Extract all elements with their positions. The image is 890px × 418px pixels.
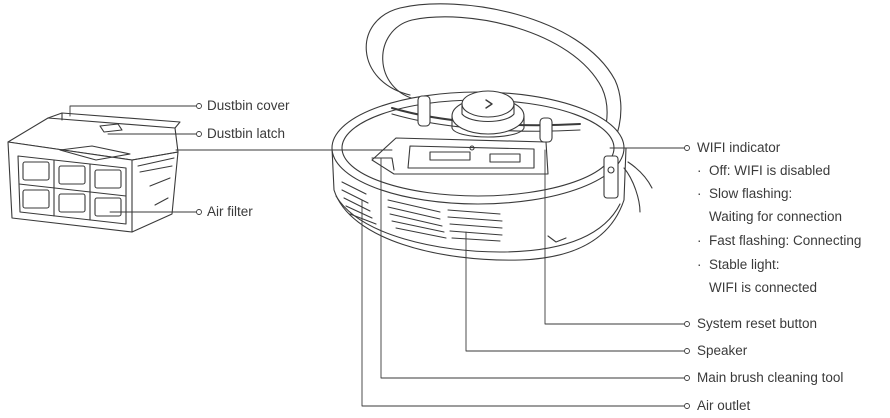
wifi-state-slow: · Slow flashing: bbox=[697, 186, 792, 202]
wifi-state-text: Fast flashing: Connecting bbox=[709, 233, 862, 248]
label-speaker: Speaker bbox=[697, 343, 748, 358]
label-air-outlet: Air outlet bbox=[697, 398, 751, 413]
wifi-state-slow-detail: Waiting for connection bbox=[709, 209, 843, 224]
label-wifi-indicator: WIFI indicator bbox=[697, 140, 781, 155]
wifi-state-text: Slow flashing: bbox=[709, 186, 793, 201]
dustbin-illustration bbox=[7, 112, 181, 233]
wifi-state-off: · Off: WIFI is disabled bbox=[697, 163, 830, 179]
wifi-state-stable-detail: WIFI is connected bbox=[709, 280, 818, 295]
wifi-state-text: Off: WIFI is disabled bbox=[709, 163, 831, 178]
bullet: · bbox=[697, 233, 702, 248]
bullet: · bbox=[697, 163, 702, 178]
label-air-filter: Air filter bbox=[207, 204, 253, 219]
wifi-state-stable: · Stable light: bbox=[697, 257, 780, 273]
label-dustbin-latch: Dustbin latch bbox=[207, 126, 286, 141]
wifi-state-text: Stable light: bbox=[709, 257, 780, 272]
bullet: · bbox=[697, 186, 702, 201]
wifi-state-fast: · Fast flashing: Connecting bbox=[697, 233, 861, 249]
robot-illustration bbox=[331, 3, 653, 261]
bullet: · bbox=[697, 257, 702, 272]
label-dustbin-cover: Dustbin cover bbox=[207, 98, 290, 113]
callout-lines bbox=[69, 103, 690, 409]
label-main-brush-cleaning-tool: Main brush cleaning tool bbox=[697, 370, 844, 385]
label-system-reset-button: System reset button bbox=[697, 316, 818, 331]
